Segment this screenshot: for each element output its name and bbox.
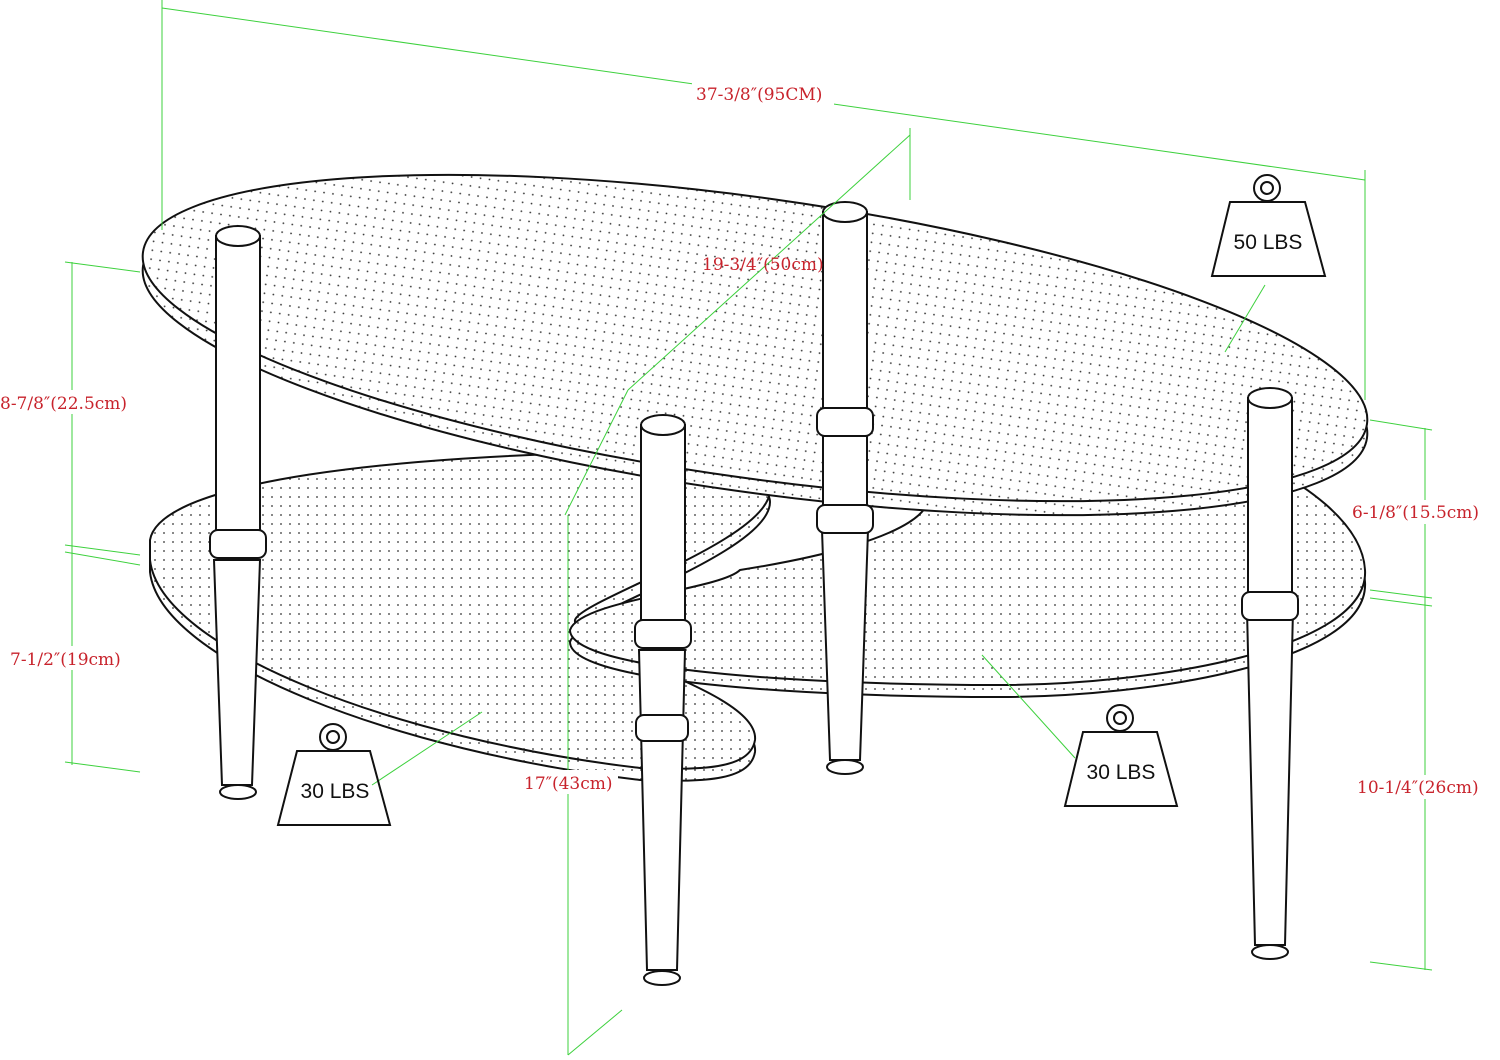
lower-left-weight-label: 30 LBS — [301, 780, 370, 803]
top-weight-label: 50 LBS — [1234, 231, 1303, 254]
lower-right-weight-label: 30 LBS — [1087, 761, 1156, 784]
depth-dimension: 19-3/4″(50cm) — [702, 255, 824, 275]
total-height-dimension: 17″(43cm) — [524, 774, 613, 794]
lower-height-dimension: 7-1/2″(19cm) — [10, 650, 121, 670]
middle-gap-dimension: 6-1/8″(15.5cm) — [1352, 503, 1479, 523]
length-dimension: 37-3/8″(95CM) — [696, 85, 822, 105]
table-legs-upper — [209, 201, 1299, 649]
leg-height-dimension: 10-1/4″(26cm) — [1357, 778, 1479, 798]
weight-icon-lower-right: 30 LBS — [1063, 704, 1179, 807]
weight-icon-lower-left: 30 LBS — [276, 723, 392, 826]
dimension-labels: 37-3/8″(95CM) 19-3/4″(50cm) 8-7/8″(22.5c… — [0, 82, 1500, 799]
top-shelf — [141, 173, 1369, 517]
lower-left-shelf — [149, 450, 772, 782]
table-legs-lower — [212, 529, 1295, 986]
upper-gap-dimension: 8-7/8″(22.5cm) — [0, 394, 127, 414]
weight-icon-top: 50 LBS — [1210, 174, 1327, 277]
